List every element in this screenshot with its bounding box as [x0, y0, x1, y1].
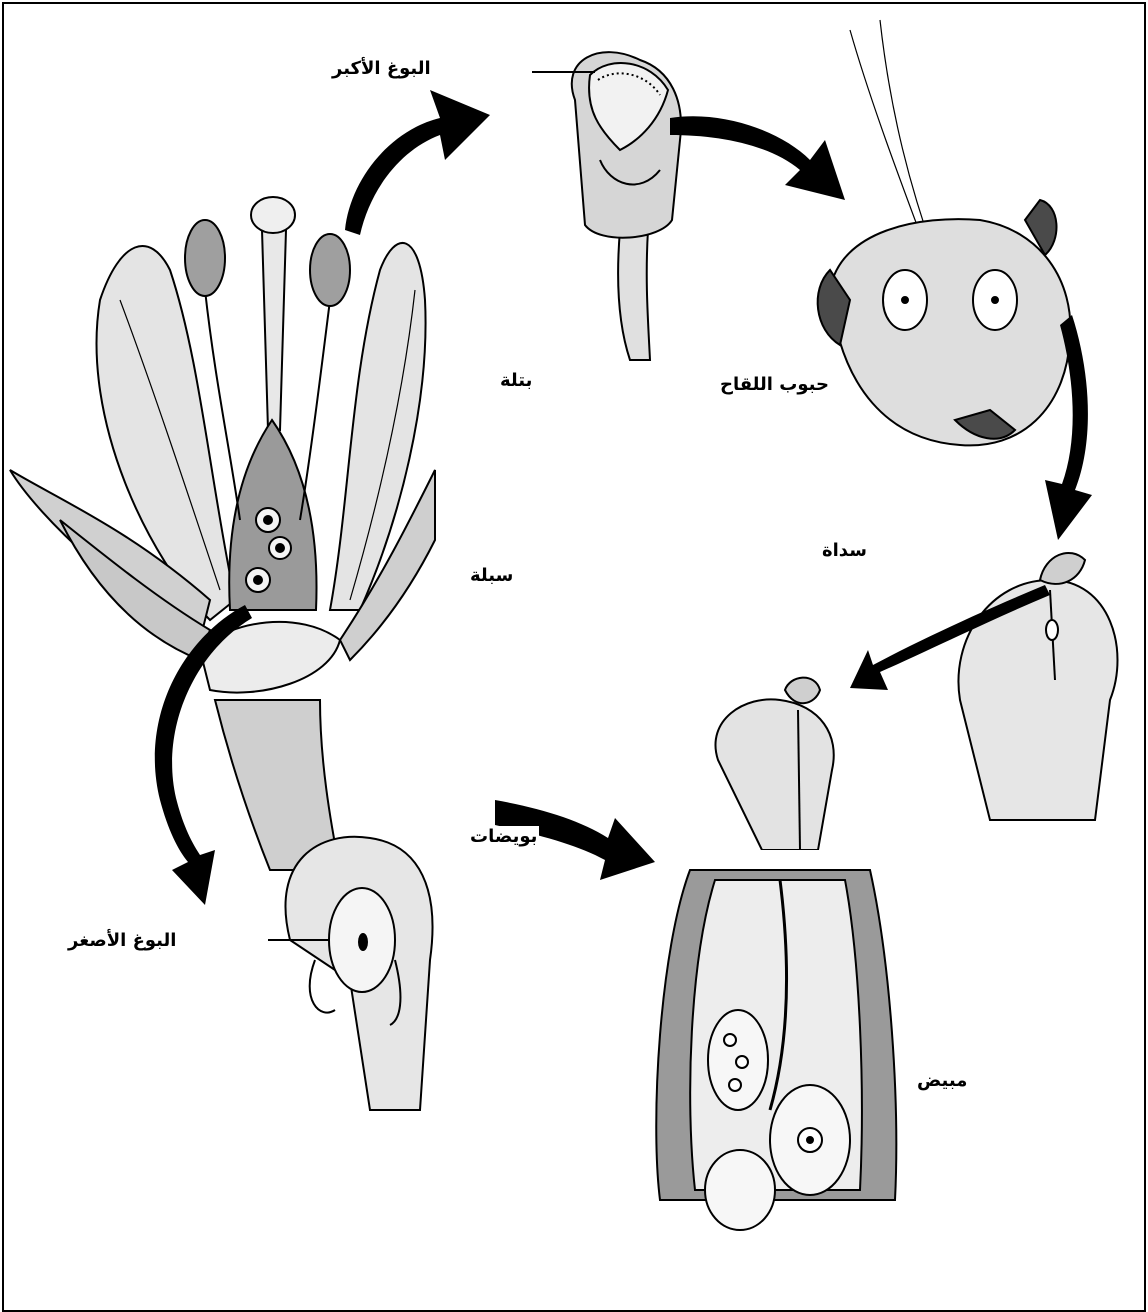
anther-right — [310, 234, 350, 306]
arrow-anther-to-pollen — [670, 116, 845, 200]
label-sepal: سبلة — [468, 565, 515, 586]
label-ovules: بويضات — [468, 826, 539, 847]
label-megaspore: البوغ الأكبر — [330, 58, 433, 79]
label-microspore: البوغ الأصغر — [66, 930, 178, 951]
stamen-filament-right — [300, 300, 330, 520]
pistil-stigma — [251, 197, 295, 233]
anther-section-drawing — [532, 52, 681, 360]
ovule-drawing — [268, 837, 433, 1110]
label-ovary: مبيض — [915, 1070, 969, 1091]
flower-drawing — [10, 197, 435, 870]
label-petal: بتلة — [498, 370, 534, 391]
label-stigma: سداة — [820, 540, 869, 561]
pollen-grain-drawing — [818, 20, 1071, 445]
arrow-flower-to-anther — [345, 90, 490, 235]
label-pollen-grains: حبوب اللقاح — [718, 374, 831, 395]
ovary-section-drawing — [656, 678, 896, 1230]
pistil-style — [262, 230, 286, 430]
anther-left — [185, 220, 225, 296]
